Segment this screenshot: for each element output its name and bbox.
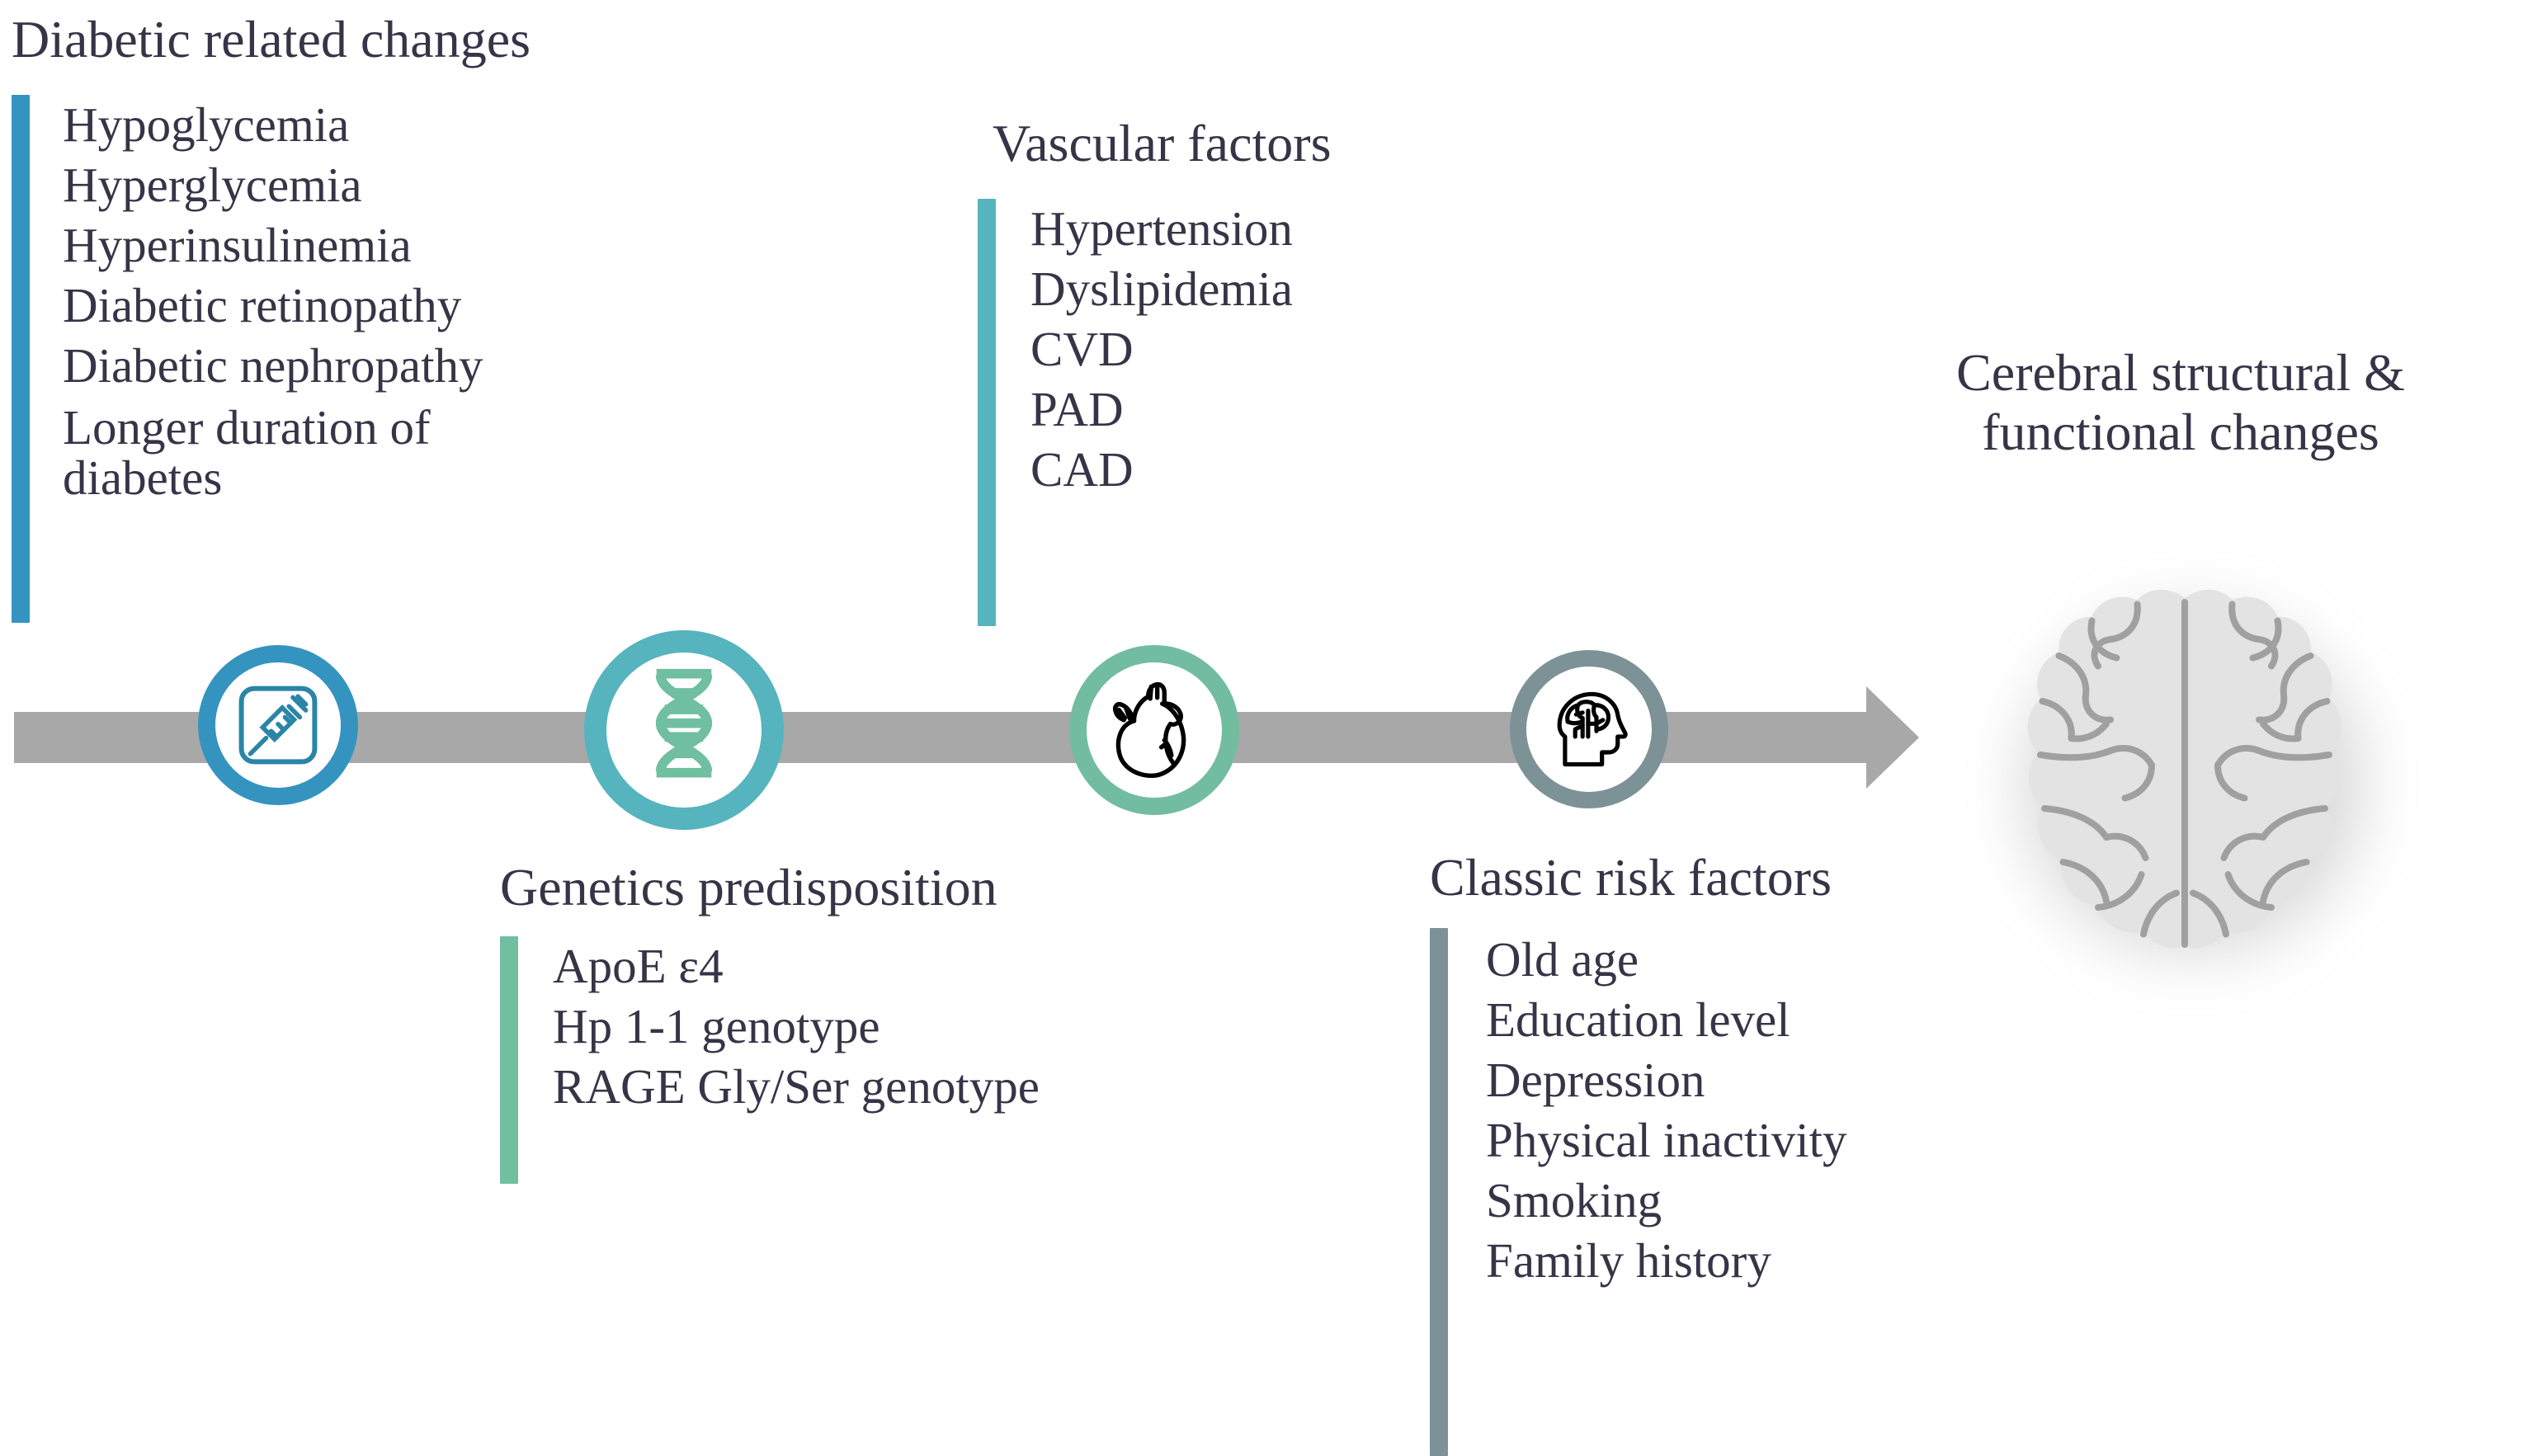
- list-item: Old age: [1486, 932, 1639, 987]
- accent-bar-vascular: [978, 199, 996, 627]
- node-dna[interactable]: [584, 630, 784, 830]
- accent-bar-genetics: [500, 936, 518, 1185]
- group-genetics-predisposition: Genetics predisposition ApoE ε4 Hp 1-1 g…: [500, 858, 1408, 1185]
- group-diabetic-related-changes: Diabetic related changes Hypoglycemia Hy…: [12, 10, 804, 624]
- item-list-diabetic: Hypoglycemia Hyperglycemia Hyperinsuline…: [63, 95, 483, 623]
- list-item: RAGE Gly/Ser genotype: [553, 1059, 1040, 1114]
- group-title-diabetic: Diabetic related changes: [12, 10, 531, 68]
- dna-helix-icon: [655, 668, 713, 778]
- group-body-classic: Old age Education level Depression Physi…: [1430, 928, 2172, 1456]
- timeline-arrow-head: [1866, 686, 1919, 789]
- list-item: Dyslipidemia: [1030, 262, 1293, 317]
- group-title-genetics: Genetics predisposition: [500, 858, 997, 916]
- node-head[interactable]: [1510, 650, 1668, 808]
- brain-top-view-illustration: [1978, 569, 2391, 982]
- accent-bar-diabetic: [12, 95, 30, 624]
- item-list-vascular: Hypertension Dyslipidemia CVD PAD CAD: [1030, 199, 1293, 626]
- list-item: Hypoglycemia: [63, 97, 350, 153]
- list-item: Longer duration of diabetes: [63, 400, 431, 505]
- group-title-vascular: Vascular factors: [993, 114, 1332, 172]
- list-item: CAD: [1030, 442, 1134, 497]
- list-item: CVD: [1030, 322, 1134, 377]
- group-body-diabetic: Hypoglycemia Hyperglycemia Hyperinsuline…: [12, 95, 804, 624]
- list-item: Smoking: [1486, 1173, 1662, 1228]
- group-body-genetics: ApoE ε4 Hp 1-1 genotype RAGE Gly/Ser gen…: [500, 936, 1408, 1185]
- group-vascular-factors: Vascular factors Hypertension Dyslipidem…: [978, 114, 1605, 627]
- outcome-title-block: Cerebral structural & functional changes: [1855, 343, 2506, 461]
- outcome-title: Cerebral structural & functional changes: [1956, 343, 2405, 461]
- list-item: Hp 1-1 genotype: [553, 999, 880, 1054]
- item-list-genetics: ApoE ε4 Hp 1-1 genotype RAGE Gly/Ser gen…: [553, 936, 1040, 1184]
- group-classic-risk-factors: Classic risk factors Old age Education l…: [1430, 850, 2172, 1456]
- list-item: ApoE ε4: [553, 939, 724, 994]
- list-item: Hypertension: [1030, 201, 1293, 257]
- list-item: Hyperglycemia: [63, 158, 362, 213]
- list-item: Physical inactivity: [1486, 1113, 1847, 1168]
- list-item: Diabetic nephropathy: [63, 338, 483, 393]
- anatomical-heart-icon: [1112, 681, 1186, 779]
- list-item: Hyperinsulinemia: [63, 218, 412, 273]
- syringe-icon: [238, 686, 318, 765]
- list-item: Education level: [1486, 992, 1790, 1048]
- list-item: PAD: [1030, 382, 1124, 437]
- accent-bar-classic: [1430, 928, 1448, 1456]
- group-title-classic: Classic risk factors: [1430, 848, 1832, 907]
- list-item: Depression: [1486, 1053, 1705, 1108]
- node-syringe[interactable]: [198, 645, 358, 805]
- head-brain-icon: [1557, 691, 1628, 767]
- list-item: Diabetic retinopathy: [63, 278, 462, 333]
- item-list-classic: Old age Education level Depression Physi…: [1486, 928, 1847, 1456]
- group-body-vascular: Hypertension Dyslipidemia CVD PAD CAD: [978, 199, 1605, 627]
- node-heart[interactable]: [1069, 645, 1239, 815]
- brain-top-view-icon: [2027, 589, 2342, 949]
- list-item: Family history: [1486, 1233, 1771, 1289]
